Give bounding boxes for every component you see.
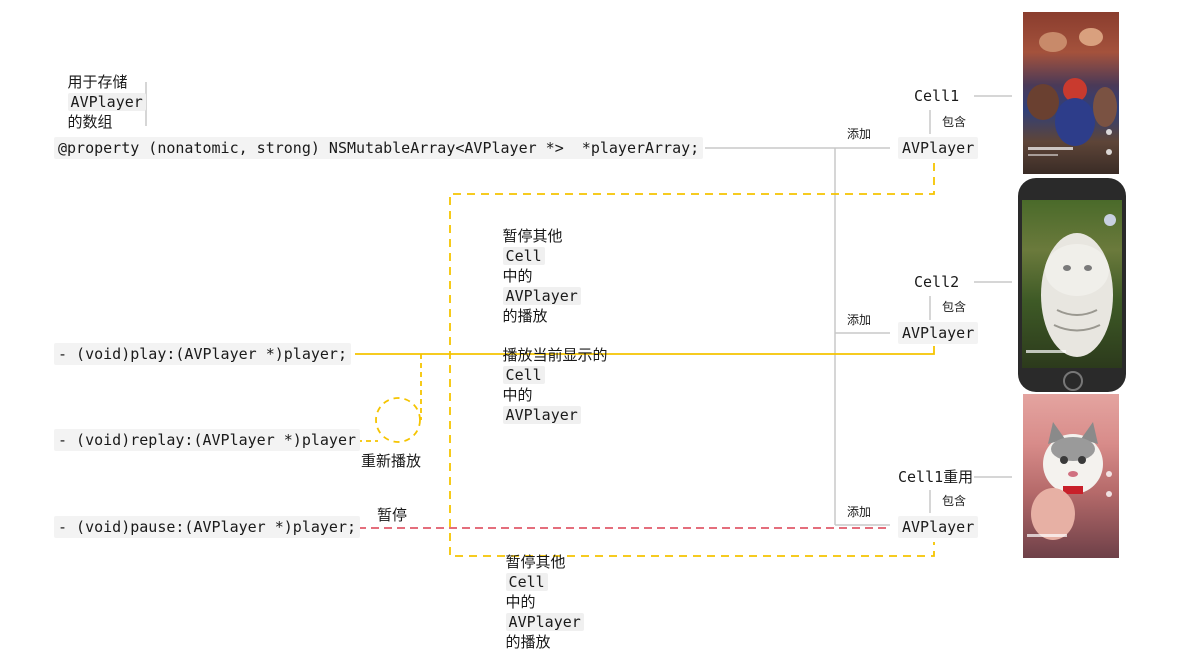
note-code: AVPlayer [502, 287, 581, 305]
note-text: 中的 [502, 386, 533, 404]
header-note: 用于存储 AVPlayer 的数组 [58, 52, 146, 132]
cell2-name: Cell2 [914, 273, 960, 291]
connector-lines [145, 82, 1012, 557]
cell1-avplayer: AVPlayer [898, 137, 979, 159]
cell3-avplayer: AVPlayer [898, 516, 979, 538]
header-note-prefix: 用于存储 [67, 73, 128, 91]
replay-method: - (void)replay:(AVPlayer *)player [54, 429, 361, 451]
video-thumbnail-2 [1022, 200, 1122, 368]
pause-others-dashed-path [449, 163, 935, 557]
note-text: 的播放 [502, 307, 548, 325]
pause-label: 暂停 [377, 506, 408, 524]
cell2-contains: 包含 [942, 300, 967, 314]
cell3-add: 添加 [847, 505, 872, 519]
video-thumbnail-1 [1023, 12, 1119, 174]
pause-method: - (void)pause:(AVPlayer *)player; [54, 516, 361, 538]
property-declaration: @property (nonatomic, strong) NSMutableA… [54, 137, 704, 159]
video-thumbnail-3 [1023, 394, 1119, 558]
play-method: - (void)play:(AVPlayer *)player; [54, 343, 351, 365]
note-code: AVPlayer [502, 406, 581, 424]
pause-others-note-bottom: 暂停其他 Cell 中的 AVPlayer 的播放 [496, 532, 584, 652]
play-current-note: 播放当前显示的 Cell 中的 AVPlayer [493, 325, 608, 425]
note-code: Cell [502, 247, 545, 265]
phone-home-button [1063, 371, 1083, 391]
pause-others-note-top: 暂停其他 Cell 中的 AVPlayer 的播放 [493, 206, 581, 326]
note-text: 暂停其他 [502, 227, 563, 245]
note-text: 暂停其他 [505, 553, 566, 571]
header-note-code: AVPlayer [67, 93, 146, 111]
cell2-avplayer: AVPlayer [898, 322, 979, 344]
note-text: 的播放 [505, 633, 551, 651]
cell2-add: 添加 [847, 313, 872, 327]
cell3-contains: 包含 [942, 494, 967, 508]
cell1-contains: 包含 [942, 115, 967, 129]
note-text: 中的 [505, 593, 536, 611]
note-code: Cell [502, 366, 545, 384]
cell1-name: Cell1 [914, 87, 960, 105]
replay-label: 重新播放 [361, 452, 422, 470]
cell1-add: 添加 [847, 127, 872, 141]
note-code: Cell [505, 573, 548, 591]
play-solid-path [355, 346, 935, 355]
replay-loop [375, 397, 421, 443]
note-text: 中的 [502, 267, 533, 285]
cell3-name: Cell1重用 [898, 468, 974, 486]
note-text: 播放当前显示的 [502, 346, 608, 364]
kitten-image-icon [1027, 422, 1112, 540]
note-code: AVPlayer [505, 613, 584, 631]
crowd-scene-icon [1027, 28, 1117, 156]
header-note-suffix: 的数组 [67, 113, 113, 131]
owl-image-icon [1026, 214, 1116, 357]
